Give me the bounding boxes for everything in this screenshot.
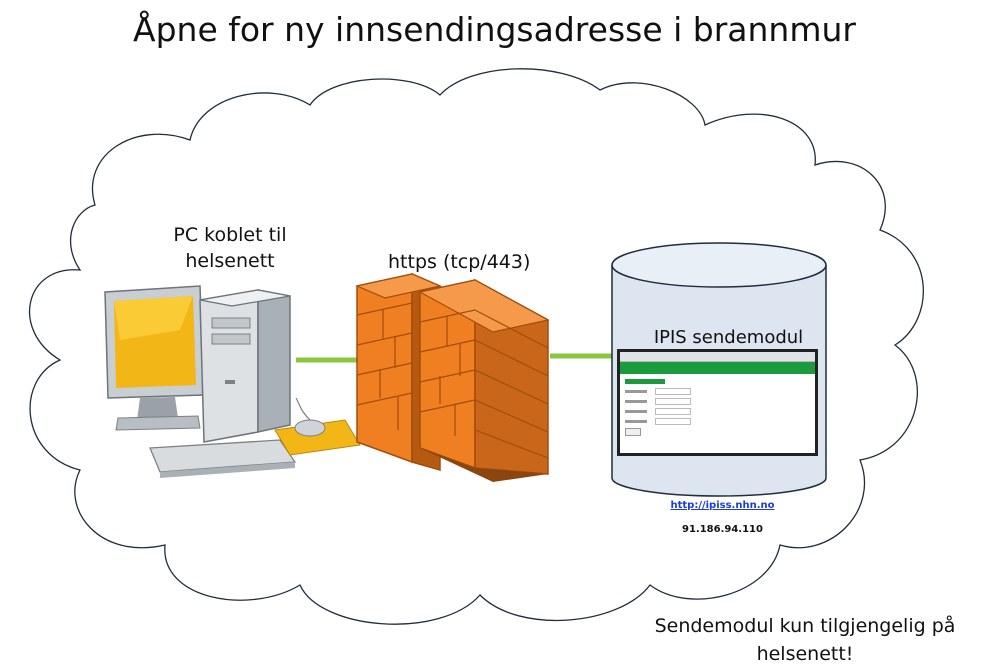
- app-form: [620, 374, 815, 439]
- app-screenshot-thumbnail: [617, 349, 818, 456]
- server-label: IPIS sendemodul: [653, 327, 804, 348]
- pc-label-line2: helsenett: [185, 250, 275, 272]
- firewall-icon: [355, 272, 550, 482]
- note-line1: Sendemodul kun tilgjengelig på: [654, 615, 956, 637]
- server-ip: 91.186.94.110: [682, 524, 763, 535]
- form-button: [625, 428, 641, 436]
- pc-label-line1: PC koblet til: [173, 224, 287, 246]
- page-title: Åpne for ny innsendingsadresse i brannmu…: [133, 10, 856, 49]
- form-heading-placeholder: [625, 379, 665, 384]
- availability-note: Sendemodul kun tilgjengelig på helsenett…: [630, 612, 980, 668]
- app-header-bar: [620, 362, 815, 374]
- note-line2: helsenett!: [756, 643, 854, 665]
- desktop-pc-icon: [104, 285, 361, 478]
- protocol-label: https (tcp/443): [388, 251, 531, 273]
- server-url-link[interactable]: http://ipiss.nhn.no: [670, 500, 775, 511]
- browser-chrome: [620, 352, 815, 362]
- pc-label: PC koblet til helsenett: [130, 222, 330, 274]
